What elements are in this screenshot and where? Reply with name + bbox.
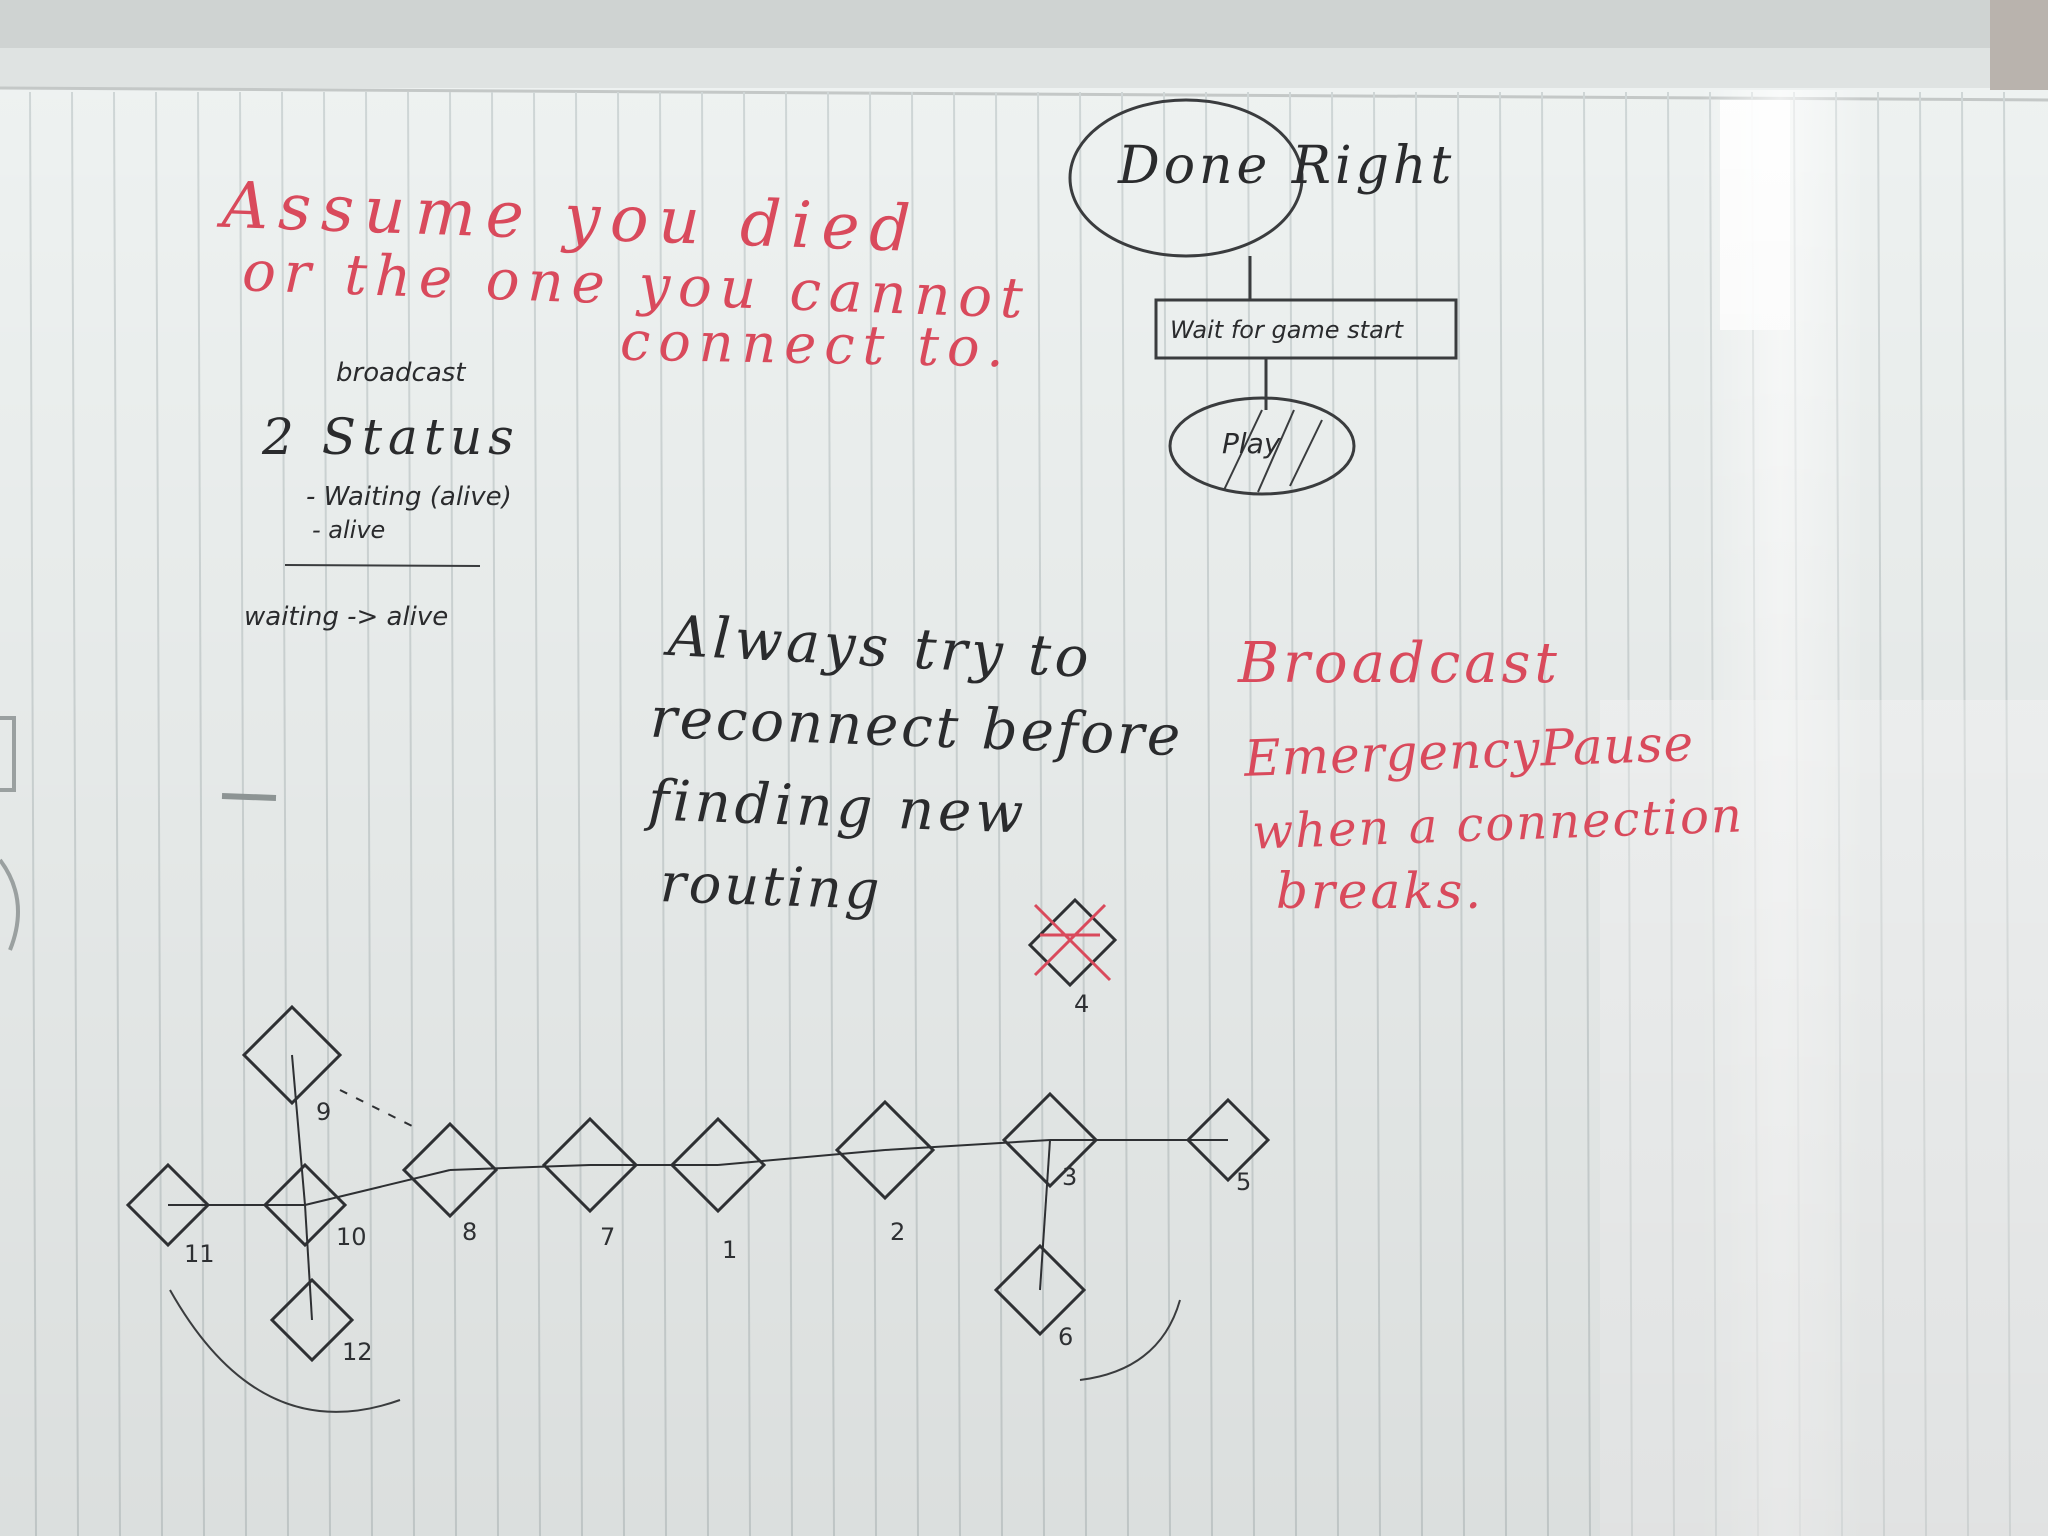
network-link bbox=[1039, 1139, 1051, 1291]
node-label: 1 bbox=[722, 1236, 737, 1264]
play-ellipse bbox=[1168, 396, 1356, 496]
status-transition: waiting -> alive bbox=[244, 602, 449, 632]
node-label: 9 bbox=[316, 1098, 331, 1126]
red-note-line-3: connect to. bbox=[619, 309, 1013, 380]
network-link bbox=[449, 1164, 591, 1171]
broadcast-label: broadcast bbox=[336, 358, 466, 388]
network-node bbox=[125, 1162, 211, 1248]
node-label: 7 bbox=[600, 1223, 615, 1251]
red-right-line-1: Broadcast bbox=[1238, 631, 1561, 696]
node-label: 11 bbox=[184, 1240, 215, 1268]
network-link bbox=[717, 1149, 886, 1166]
network-node bbox=[541, 1116, 639, 1214]
node-label: 4 bbox=[1074, 990, 1089, 1018]
network-node bbox=[1185, 1097, 1271, 1183]
node-label: 12 bbox=[342, 1338, 373, 1366]
node-label: 5 bbox=[1236, 1168, 1251, 1196]
network-node bbox=[1001, 1091, 1099, 1189]
node-label: 2 bbox=[890, 1218, 905, 1246]
status-item-waiting: - Waiting (alive) bbox=[306, 482, 512, 512]
network-node bbox=[993, 1243, 1087, 1337]
network-node bbox=[262, 1162, 348, 1248]
network-node bbox=[834, 1099, 936, 1201]
crossed-out-node bbox=[1027, 897, 1118, 988]
red-right-line-2: EmergencyPause bbox=[1243, 714, 1695, 788]
network-node bbox=[669, 1116, 767, 1214]
network-node bbox=[241, 1004, 343, 1106]
network-diagram bbox=[125, 1004, 1271, 1363]
node-label: 6 bbox=[1058, 1323, 1073, 1351]
reconnect-line-3: finding new bbox=[646, 768, 1029, 847]
play-label: Play bbox=[1222, 427, 1281, 460]
done-right-ellipse bbox=[1068, 98, 1304, 258]
network-link-dashed bbox=[339, 1089, 421, 1131]
status-item-alive: - alive bbox=[312, 516, 386, 544]
wait-box bbox=[1154, 298, 1458, 360]
network-link bbox=[304, 1204, 313, 1321]
network-node bbox=[401, 1121, 499, 1219]
node-label: 3 bbox=[1062, 1163, 1077, 1191]
wait-label: Wait for game start bbox=[1170, 316, 1404, 344]
node-label: 8 bbox=[462, 1218, 477, 1246]
reconnect-line-4: routing bbox=[658, 851, 884, 922]
node-label: 10 bbox=[336, 1223, 367, 1251]
done-right-label: Done Right bbox=[1118, 136, 1456, 196]
network-link bbox=[304, 1169, 451, 1206]
network-link bbox=[884, 1139, 1051, 1151]
network-node bbox=[269, 1277, 355, 1363]
red-right-line-4: breaks. bbox=[1276, 862, 1485, 920]
network-link bbox=[291, 1054, 306, 1206]
status-heading: 2 Status bbox=[262, 408, 520, 466]
